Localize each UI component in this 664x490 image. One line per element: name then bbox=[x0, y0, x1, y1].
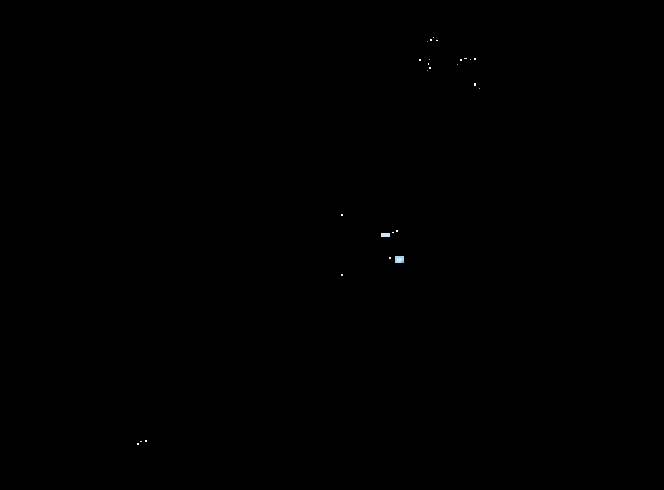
blue-dot-left-of-blob bbox=[389, 257, 391, 259]
speck-top-cluster-c2 bbox=[464, 58, 467, 59]
speck-bottom-left-c bbox=[145, 440, 147, 442]
blue-blob-lower-tail bbox=[401, 261, 404, 263]
blue-blob-lower-core bbox=[397, 258, 402, 262]
speck-top-cluster-d1 bbox=[474, 83, 476, 86]
speck-top-cluster-c3 bbox=[470, 59, 471, 60]
speck-top-cluster-b1 bbox=[419, 59, 421, 61]
speck-top-cluster-a4 bbox=[427, 41, 428, 42]
blue-bar-upper bbox=[381, 233, 390, 237]
speck-top-cluster-a3 bbox=[436, 40, 438, 41]
speck-top-cluster-c4 bbox=[474, 58, 476, 60]
speck-top-cluster-a1 bbox=[430, 39, 432, 41]
speck-top-cluster-b4 bbox=[429, 67, 431, 69]
speck-top-cluster-d2 bbox=[479, 88, 480, 89]
speck-mid-bar-right-b bbox=[396, 230, 398, 232]
speck-mid-bar-right-a bbox=[392, 232, 394, 233]
speck-top-cluster-c1 bbox=[460, 59, 462, 61]
speck-top-cluster-b5 bbox=[427, 70, 428, 71]
speck-mid-left-dot bbox=[341, 214, 343, 216]
speck-top-cluster-c5 bbox=[457, 64, 458, 65]
speck-mid-left-dot-lower bbox=[341, 274, 343, 276]
speck-top-cluster-a2 bbox=[433, 37, 434, 38]
speck-bottom-left-a bbox=[137, 443, 139, 445]
speck-top-cluster-b3 bbox=[428, 63, 429, 65]
speck-top-cluster-b2 bbox=[429, 59, 430, 60]
speck-bottom-left-b bbox=[140, 441, 142, 442]
